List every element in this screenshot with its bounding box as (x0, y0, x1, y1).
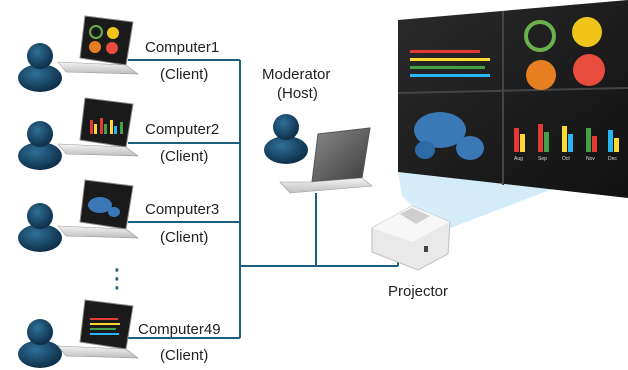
network-connector (128, 59, 410, 339)
screen-panel-bar-chart (514, 124, 619, 152)
person-icon (18, 203, 62, 252)
client-3-name: Computer3 (145, 201, 220, 218)
client-1-role: (Client) (160, 66, 209, 83)
screen-month-label: Sep (538, 156, 547, 162)
screen-month-label: Nov (586, 156, 595, 162)
screen-panel-pie-charts (524, 17, 605, 90)
client-49-role: (Client) (160, 347, 209, 364)
laptop-icon (57, 179, 139, 239)
projector-device (371, 205, 451, 271)
client-3-role: (Client) (160, 229, 209, 246)
screen-month-label: Dec (608, 156, 617, 162)
laptop-icon (57, 299, 139, 359)
projector-label: Projector (388, 283, 449, 300)
client-computer-49 (18, 299, 139, 368)
projection-screen: Aug Sep Oct Nov Dec (397, 0, 628, 198)
client-2-role: (Client) (160, 148, 209, 165)
client-2-name: Computer2 (145, 121, 220, 138)
person-icon (264, 114, 308, 164)
person-icon (18, 319, 62, 368)
laptop-icon (279, 127, 373, 194)
person-icon (18, 43, 62, 92)
screen-panel-world-map (414, 112, 484, 160)
laptop-icon (57, 97, 139, 157)
laptop-icon (57, 15, 139, 75)
client-computer-3 (18, 179, 139, 252)
moderator-role: (Host) (277, 85, 318, 102)
ellipsis: ⋮ (104, 263, 130, 293)
person-icon (18, 121, 62, 170)
client-computer-2 (18, 97, 139, 170)
screen-month-label: Aug (514, 156, 523, 162)
moderator-name: Moderator (262, 66, 331, 83)
client-49-name: Computer49 (138, 321, 221, 338)
moderator-host (264, 114, 373, 194)
screen-month-label: Oct (562, 156, 570, 162)
client-1-name: Computer1 (145, 39, 220, 56)
client-computer-1 (18, 15, 139, 92)
screen-panel-color-bars (410, 50, 490, 77)
screen-month-labels: Aug Sep Oct Nov Dec (514, 156, 617, 162)
